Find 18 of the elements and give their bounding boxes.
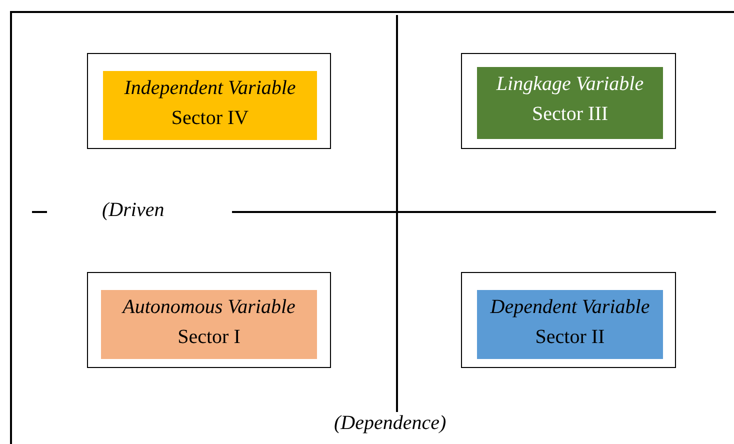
axis-label: (Dependence) bbox=[334, 412, 446, 435]
axis-label: (Driven bbox=[102, 199, 164, 222]
sector-label: Sector IV bbox=[170, 106, 250, 131]
variable-title: Lingkage Variable bbox=[495, 72, 645, 97]
outer-box bbox=[87, 272, 331, 368]
variable-title: Independent Variable bbox=[123, 76, 297, 101]
outer-box bbox=[87, 53, 331, 149]
sector-label: Sector II bbox=[534, 325, 606, 350]
sector-box bbox=[101, 290, 317, 359]
sector-box bbox=[477, 290, 663, 359]
variable-title: Dependent Variable bbox=[489, 295, 651, 320]
outer-box bbox=[461, 272, 676, 368]
sector-label: Sector III bbox=[530, 102, 610, 127]
sector-box bbox=[103, 71, 317, 140]
variable-title: Autonomous Variable bbox=[120, 295, 296, 320]
sector-box bbox=[477, 67, 663, 139]
sector-label: Sector I bbox=[176, 325, 242, 350]
outer-box bbox=[461, 53, 676, 149]
